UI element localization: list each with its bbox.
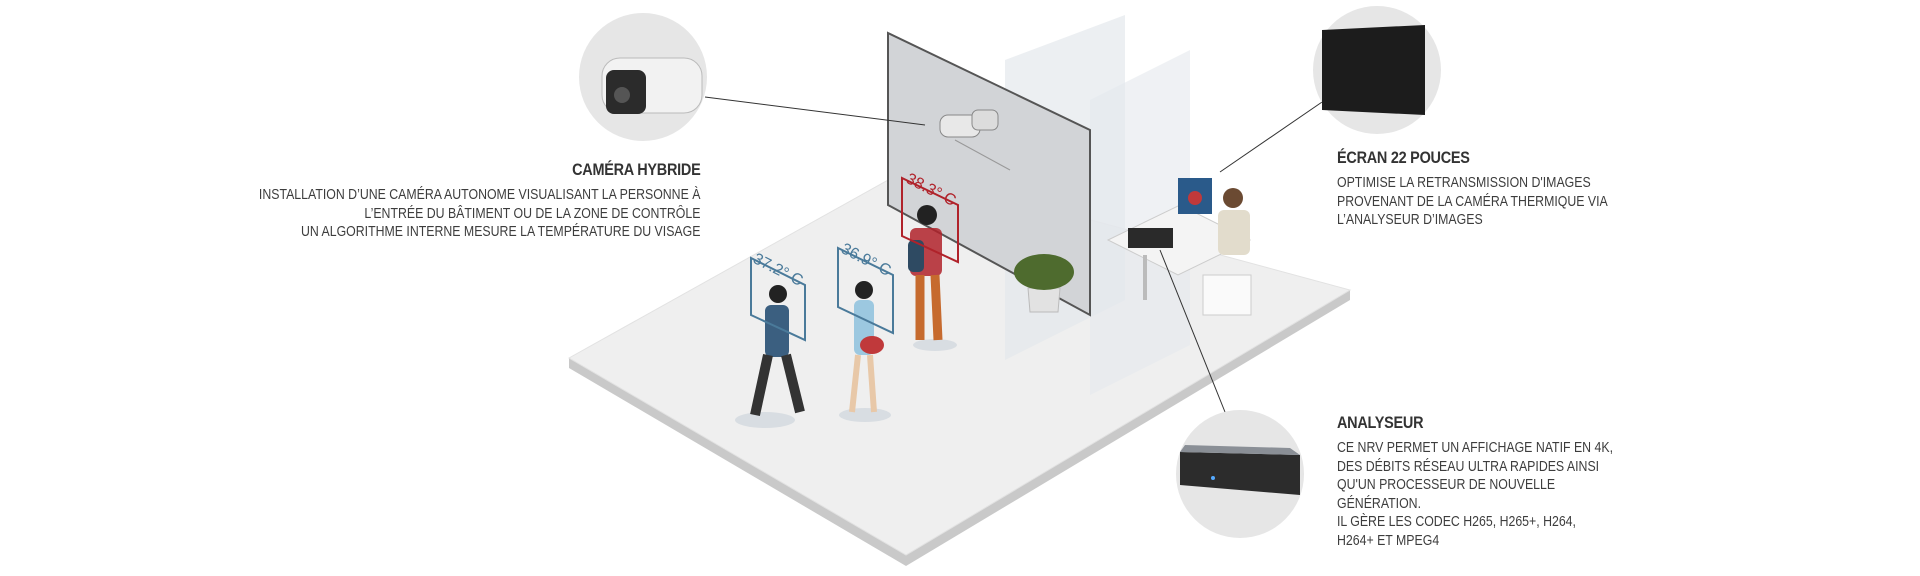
- screen-line: l’analyseur d’images: [1337, 212, 1483, 228]
- analyser-callout-line: [1159, 249, 1226, 413]
- screen-line: Optimise la retransmission d'images: [1337, 175, 1591, 191]
- desk: [1106, 178, 1252, 316]
- camera-title: Caméra hybride: [571, 160, 701, 179]
- thermal-camera: [939, 109, 999, 138]
- analyser-description: Analyseur Ce NRV permet un affichage nat…: [1337, 413, 1662, 550]
- plant: [1014, 254, 1074, 313]
- analyser-line: des débits réseau ultra rapides ainsi: [1337, 458, 1600, 475]
- screen-callout-line: [1219, 99, 1326, 173]
- screen-thumbnail: [1313, 6, 1441, 134]
- analyser-thumbnail: [1176, 410, 1304, 538]
- analyser-title: Analyseur: [1337, 413, 1424, 432]
- analyser-line: génération.: [1337, 495, 1422, 512]
- person-1: [735, 285, 805, 428]
- screen-title: Écran 22 pouces: [1337, 148, 1470, 167]
- screen-description: Écran 22 pouces Optimise la retransmissi…: [1337, 148, 1656, 230]
- analyser-line: H264+ et MPEG4: [1337, 532, 1440, 549]
- screen-line: provenant de la caméra thermique via: [1337, 193, 1608, 210]
- analyser-line: Il gère les codec H265, H265+, H264,: [1337, 514, 1576, 530]
- temp-frame-normal: [750, 256, 806, 342]
- camera-description: Caméra hybride Installation d’une caméra…: [181, 160, 700, 242]
- camera-line: Installation d’une caméra autonome visua…: [258, 187, 700, 203]
- glass-panel: [1090, 50, 1190, 395]
- camera-line: l’entrée du bâtiment ou de la zone de co…: [363, 205, 700, 222]
- person-2: [839, 281, 891, 422]
- camera-line: Un algorithme interne mesure la températ…: [300, 224, 701, 240]
- analyser-line: Ce NRV permet un affichage natif en 4K,: [1337, 440, 1613, 456]
- analyser-line: qu'un processeur de nouvelle: [1337, 477, 1556, 493]
- camera-callout-line: [704, 96, 926, 126]
- temp-frame-normal: [837, 246, 894, 335]
- temp-frame-alert: [901, 176, 959, 264]
- entry-wall: [887, 31, 1091, 317]
- camera-thumbnail: [579, 13, 707, 141]
- person-3: [908, 205, 957, 351]
